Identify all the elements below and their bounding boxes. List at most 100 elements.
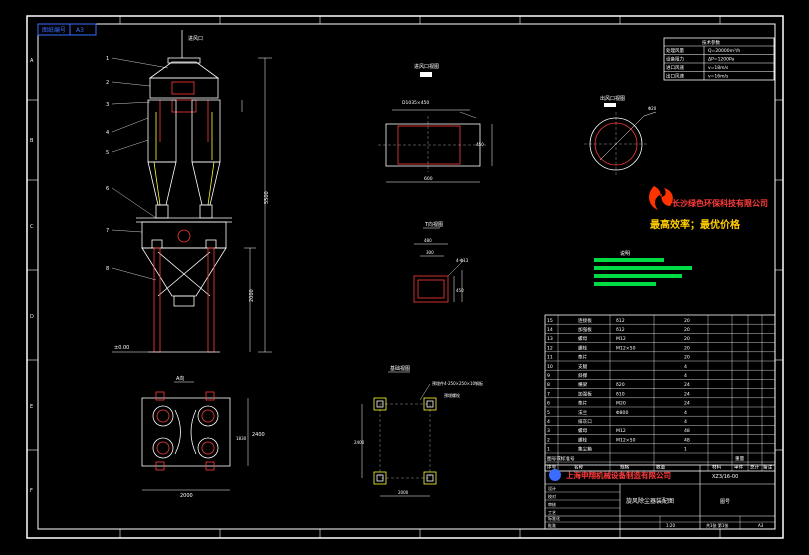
part-num-6: 6: [106, 186, 109, 192]
bom-cell: δ12: [616, 327, 625, 333]
bom-cell: M12×50: [616, 345, 636, 351]
bom-cell: 14: [547, 327, 553, 333]
title-box-cell-1: 图纸编号: [42, 26, 66, 34]
title-drawing-no: XZ3/16-00: [712, 474, 738, 480]
bom-cell: 垫片: [578, 354, 588, 361]
spec-row-4-label: 出口风速: [666, 73, 684, 80]
margin-letter-e: E: [30, 404, 33, 410]
spec-row-2-value: ΔP=1200Pa: [708, 57, 735, 63]
bom-cell: M12: [616, 336, 626, 342]
part-num-2: 2: [106, 80, 109, 86]
company-logo-name: 长沙绿色环保科技有限公司: [672, 198, 768, 208]
bom-cell: 连接板: [578, 317, 592, 324]
bom-cell: 20: [684, 345, 690, 351]
bom-cell: 螺母: [578, 335, 588, 342]
base-dim-w: 2000: [398, 490, 409, 495]
bom-cell: 8: [547, 382, 550, 388]
bom-header-cell: 序号: [547, 464, 557, 471]
bom-cell: 4: [684, 419, 687, 425]
bom-cell: δ20: [616, 382, 625, 388]
bom-cell: 4: [684, 373, 687, 379]
bom-cell: 5: [547, 410, 550, 416]
company-logo-slogan: 最高效率；最优价格: [650, 218, 741, 231]
t-view-label: T向视图: [424, 221, 443, 228]
bom-cell: 15: [547, 318, 553, 324]
title-block: 上海申翔机械设备制造有限公司 XZ3/16-00 旋风除尘器装配图 图号 设计 …: [544, 464, 776, 530]
margin-marks: [27, 16, 783, 538]
main-view-part-numbers: 1 2 3 4 5 6 7 8: [106, 56, 109, 272]
bom-header-cell: 总计: [750, 464, 760, 471]
note-line-2: [594, 266, 692, 270]
top-view-label: A向: [176, 375, 184, 382]
notes-block: 说明: [594, 250, 692, 286]
bom-cell: δ10: [616, 391, 625, 397]
inlet-dim-bottom: 600: [424, 176, 433, 182]
bom-cell: M20: [616, 401, 626, 407]
bom-header-cell: 备注: [763, 464, 773, 471]
part-num-7: 7: [106, 228, 109, 234]
title-row-check: 校对: [548, 493, 556, 499]
bom-cell: 4: [547, 419, 550, 425]
ground-label: ±0.00: [114, 345, 129, 351]
spec-row-1-label: 处理风量: [666, 47, 684, 54]
title-company: 上海申翔机械设备制造有限公司: [566, 470, 671, 480]
spec-row-2-label: 设备阻力: [666, 56, 684, 63]
bom-cell: 法兰: [578, 409, 588, 416]
margin-letters: A B C D E F: [30, 58, 34, 494]
bom-cell: 斜撑: [578, 372, 588, 379]
bom-cell: 4: [684, 364, 687, 370]
bom-cell: 螺母: [578, 427, 588, 434]
title-scale: 1:20: [666, 523, 675, 528]
bom-cell: 9: [547, 373, 550, 379]
title-box-top-left: 图纸编号 A3: [37, 23, 97, 36]
base-note-2: 预埋螺栓: [444, 392, 460, 398]
part-num-4: 4: [106, 130, 109, 136]
part-num-8: 8: [106, 266, 109, 272]
margin-letter-d: D: [30, 314, 34, 320]
company-logo: 长沙绿色环保科技有限公司 最高效率；最优价格: [649, 186, 768, 231]
inlet-dim-top: D1035×450: [402, 100, 429, 106]
title-drawing-title: 旋风除尘器装配图: [626, 497, 674, 505]
margin-letter-c: C: [30, 224, 34, 230]
bom-cell: 排灰口: [578, 418, 592, 425]
bom-header-cell: 材料: [712, 464, 722, 471]
bom-cell: 2: [547, 437, 550, 443]
bom-header-cell: 单件: [734, 464, 744, 471]
t-dim-3: 450: [456, 288, 464, 293]
margin-letter-a: A: [30, 58, 34, 64]
inlet-label: 进风口: [188, 35, 203, 42]
part-num-5: 5: [106, 150, 109, 156]
bom-cell: M12: [616, 428, 626, 434]
t-dim-2: 300: [426, 250, 434, 255]
bom-cell: 6: [547, 401, 550, 407]
spec-row-4-value: v=16m/s: [708, 74, 729, 80]
spec-row-1-value: Q=20000m³/h: [708, 48, 740, 54]
bom-cell: 20: [684, 318, 690, 324]
bom-header-cell: 规格: [620, 464, 630, 471]
bom-cell: 垫片: [578, 400, 588, 407]
dim-total-height: 5500: [264, 191, 270, 204]
spec-table-title: 技术参数: [702, 39, 720, 46]
bom-cell: 13: [547, 336, 553, 342]
bom-cell: 横梁: [578, 381, 588, 388]
t-dim-1: 480: [424, 238, 432, 243]
title-row-design: 设计: [548, 485, 556, 491]
bom-header-cell: 数量: [656, 464, 666, 471]
bom-cell: 11: [547, 355, 553, 361]
bom-cell: δ12: [616, 318, 625, 324]
flame-icon: [649, 186, 673, 210]
bom-cell: 20: [684, 355, 690, 361]
outlet-view-label: 出风口视图: [600, 95, 625, 102]
bom-cell: 螺栓: [578, 344, 588, 351]
inlet-view: 进风口视图 D1035×450 450 600: [378, 63, 493, 183]
notes-title: 说明: [620, 250, 630, 257]
dim-lower-height: 2000: [249, 289, 255, 302]
outlet-dim-dia: Φ20: [648, 106, 657, 111]
base-view-label: 基础视图: [390, 365, 410, 372]
part-num-1: 1: [106, 56, 109, 62]
top-view-height: 2400: [252, 432, 265, 438]
base-view: 基础视图 预埋件4-250×250×10钢板 预埋螺栓 2400 2000: [354, 365, 483, 497]
title-box-cell-2: A3: [76, 27, 84, 34]
